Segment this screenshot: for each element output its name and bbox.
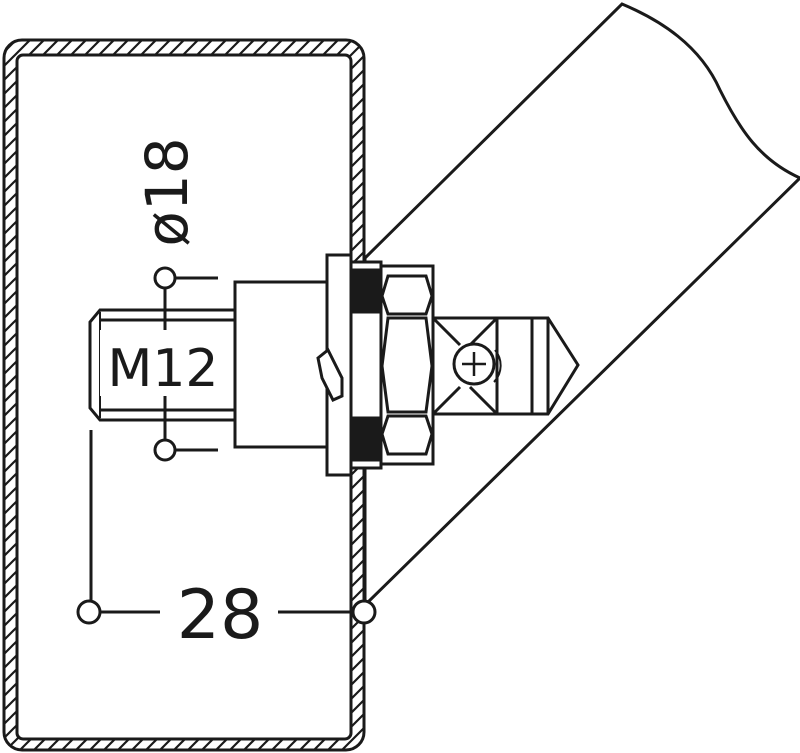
latch-lever xyxy=(316,347,344,402)
washer-stack xyxy=(349,260,383,470)
hex-nut xyxy=(379,264,435,466)
diameter-label: ø18 xyxy=(133,137,201,246)
diameter-bottom-marker xyxy=(153,438,177,462)
width-label: 28 xyxy=(177,576,264,655)
diagonal-plate xyxy=(363,2,800,609)
thread-label-bg xyxy=(100,330,226,396)
contact-pin xyxy=(431,316,580,416)
width-dimension xyxy=(76,430,377,625)
thread-label: M12 xyxy=(107,339,218,399)
stud-collar xyxy=(233,280,329,449)
width-right-marker xyxy=(351,599,377,625)
width-left-marker xyxy=(76,599,102,625)
terminal-screw-icon xyxy=(452,342,502,386)
diameter-top-marker xyxy=(153,266,177,290)
